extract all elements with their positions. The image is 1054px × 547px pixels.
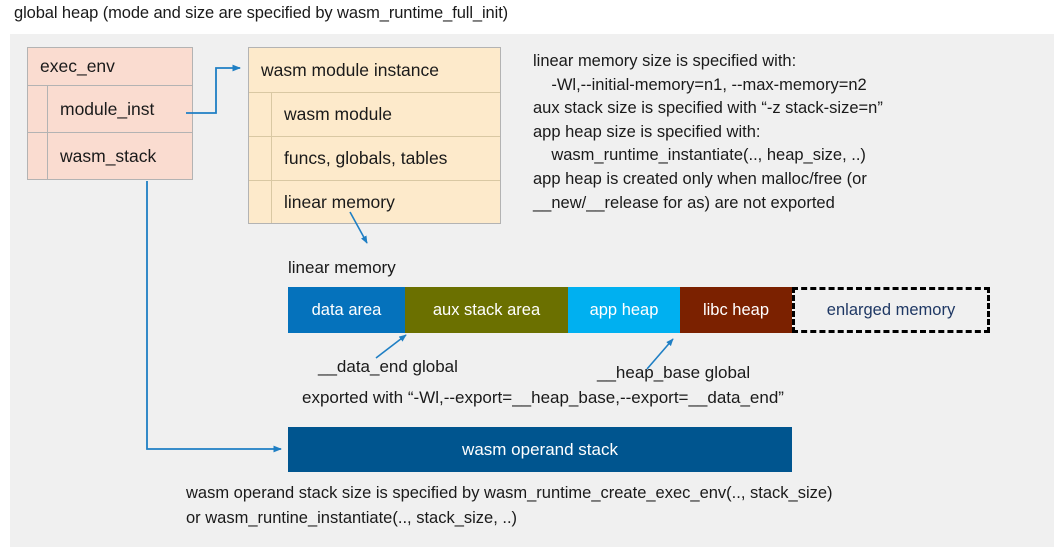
- memory-segment-label: data area: [311, 300, 382, 319]
- wasm-operand-stack-label: wasm operand stack: [462, 439, 618, 459]
- exec-env-field-label: module_inst: [60, 98, 155, 119]
- exported-with-label: exported with “-Wl,--export=__heap_base,…: [302, 388, 784, 407]
- memory-segment-data-area: data area: [288, 287, 405, 333]
- data-end-global-label: __data_end global: [318, 357, 458, 376]
- memory-segment-label: libc heap: [702, 300, 770, 319]
- memory-segment-label: aux stack area: [432, 300, 541, 319]
- indent-gutter: [28, 86, 48, 132]
- indent-gutter: [28, 133, 48, 179]
- module-instance-header-label: wasm module instance: [261, 59, 439, 80]
- indent-gutter: [249, 137, 272, 180]
- wasm-operand-stack-box: wasm operand stack: [288, 427, 792, 472]
- exec-env-header-row: exec_env: [28, 48, 192, 86]
- module-instance-header-row: wasm module instance: [249, 48, 500, 93]
- module-instance-field-label: wasm module: [284, 104, 392, 124]
- exec-env-header-label: exec_env: [40, 56, 115, 76]
- exec-env-field-label: wasm_stack: [60, 145, 157, 166]
- memory-segment-enlarged-memory: enlarged memory: [792, 287, 990, 333]
- linear-memory-bar: data area aux stack area app heap libc heap…: [288, 287, 990, 333]
- module-instance-field-wasm-module: wasm module: [249, 93, 500, 137]
- exec-env-box: exec_env module_inst wasm_stack: [27, 47, 193, 180]
- memory-segment-aux-stack-area: aux stack area: [405, 287, 568, 333]
- exec-env-field-module-inst: module_inst: [28, 86, 192, 133]
- diagram-title: global heap (mode and size are specified…: [14, 4, 509, 22]
- memory-segment-app-heap: app heap: [568, 287, 680, 333]
- module-instance-field-linear-memory: linear memory: [249, 181, 500, 223]
- linear-memory-bar-label: linear memory: [288, 258, 396, 277]
- memory-segment-label: app heap: [589, 300, 659, 319]
- indent-gutter: [249, 181, 272, 223]
- module-instance-field-funcs-globals-tables: funcs, globals, tables: [249, 137, 500, 181]
- operand-stack-note: wasm operand stack size is specified by …: [186, 484, 833, 527]
- module-instance-field-label: funcs, globals, tables: [284, 148, 448, 168]
- wasm-module-instance-box: wasm module instance wasm module funcs, …: [248, 47, 501, 224]
- heap-base-global-label: __heap_base global: [597, 363, 751, 382]
- memory-segment-libc-heap: libc heap: [680, 287, 792, 333]
- memory-segment-label: enlarged memory: [826, 300, 956, 319]
- indent-gutter: [249, 93, 272, 136]
- exec-env-field-wasm-stack: wasm_stack: [28, 133, 192, 179]
- linear-memory-note: linear memory size is specified with: -W…: [533, 52, 883, 212]
- module-instance-field-label: linear memory: [284, 191, 395, 212]
